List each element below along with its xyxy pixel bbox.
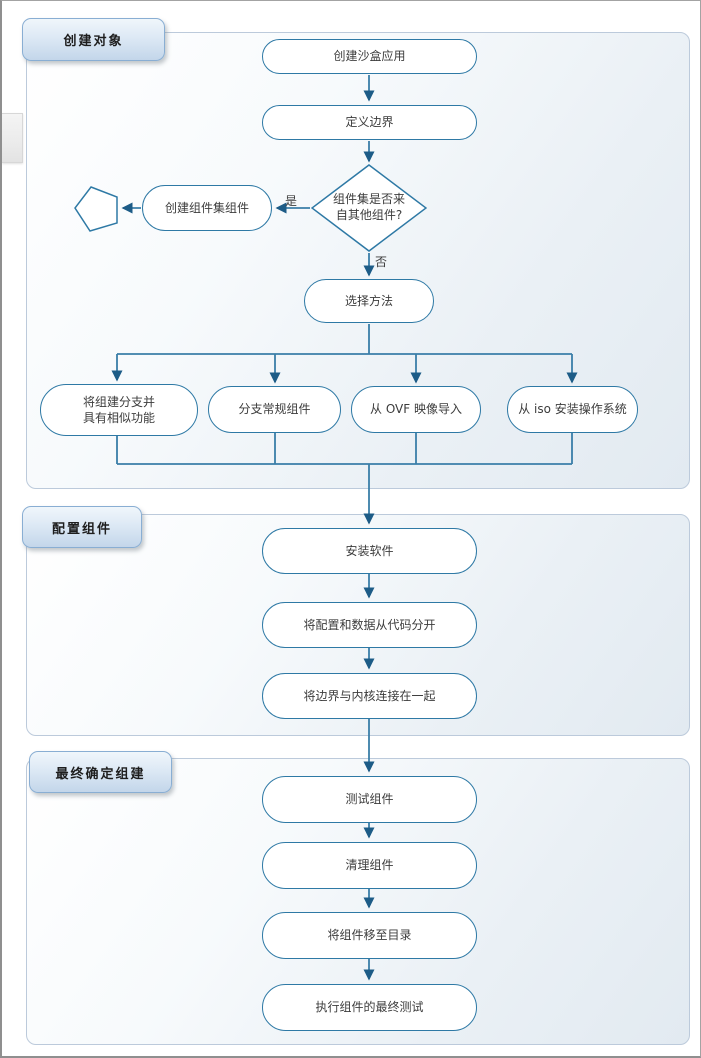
- flow-node-move-component-to-catalog[interactable]: 将组件移至目录: [262, 912, 477, 959]
- node-label: 从 iso 安装操作系统: [518, 402, 627, 417]
- edge-label-yes: 是: [285, 194, 298, 208]
- edge-label-no: 否: [375, 255, 388, 269]
- node-label: 执行组件的最终测试: [315, 1000, 424, 1015]
- flow-node-final-component-test[interactable]: 执行组件的最终测试: [262, 984, 477, 1031]
- flow-node-install-software[interactable]: 安装软件: [262, 528, 477, 574]
- phase-tab-create-object[interactable]: 创建对象: [22, 18, 165, 61]
- node-label: 测试组件: [345, 792, 394, 807]
- flow-node-test-component[interactable]: 测试组件: [262, 776, 477, 823]
- flow-node-choose-method[interactable]: 选择方法: [304, 279, 434, 323]
- node-label-line2: 自其他组件?: [335, 208, 403, 222]
- flow-node-clean-component[interactable]: 清理组件: [262, 842, 477, 889]
- flow-node-branch-similar-functions[interactable]: 将组建分支并 具有相似功能: [40, 384, 198, 436]
- flow-node-connect-boundary-to-kernel[interactable]: 将边界与内核连接在一起: [262, 673, 477, 719]
- node-label: 从 OVF 映像导入: [370, 402, 462, 417]
- node-label: 将组件移至目录: [327, 928, 412, 943]
- node-label: 将配置和数据从代码分开: [303, 617, 436, 632]
- node-label-line1: 将组建分支并: [82, 394, 155, 409]
- node-label: 分支常规组件: [238, 402, 311, 417]
- flow-node-define-boundary[interactable]: 定义边界: [262, 105, 477, 140]
- node-label: 安装软件: [345, 543, 394, 558]
- node-label: 定义边界: [345, 115, 394, 130]
- flow-node-create-component-set[interactable]: 创建组件集组件: [142, 185, 272, 231]
- left-edge-panel-handle[interactable]: [2, 113, 23, 163]
- node-label: 选择方法: [344, 293, 393, 308]
- flow-node-install-os-from-iso[interactable]: 从 iso 安装操作系统: [507, 386, 638, 433]
- node-label: 清理组件: [345, 858, 394, 873]
- node-label-line1: 组件集是否来: [332, 192, 405, 207]
- flow-node-branch-regular-component[interactable]: 分支常规组件: [208, 386, 341, 433]
- phase-tab-label: 最终确定组建: [55, 766, 146, 782]
- node-label-line2: 具有相似功能: [82, 411, 155, 425]
- flow-node-import-from-ovf[interactable]: 从 OVF 映像导入: [351, 386, 481, 433]
- decision-diamond-component-set-origin[interactable]: 组件集是否来 自其他组件?: [310, 164, 428, 252]
- node-label: 创建沙盒应用: [333, 49, 406, 64]
- offpage-connector-pentagon[interactable]: [74, 186, 118, 232]
- phase-tab-label: 配置组件: [51, 521, 112, 537]
- phase-tab-configure-component[interactable]: 配置组件: [22, 506, 142, 548]
- phase-tab-label: 创建对象: [63, 34, 124, 49]
- node-label: 将边界与内核连接在一起: [303, 688, 436, 703]
- phase-tab-finalize-assembly[interactable]: 最终确定组建: [29, 751, 172, 793]
- flow-node-create-sandbox-app[interactable]: 创建沙盒应用: [262, 39, 477, 74]
- node-label: 创建组件集组件: [164, 200, 249, 215]
- flow-node-separate-config-data-from-code[interactable]: 将配置和数据从代码分开: [262, 602, 477, 648]
